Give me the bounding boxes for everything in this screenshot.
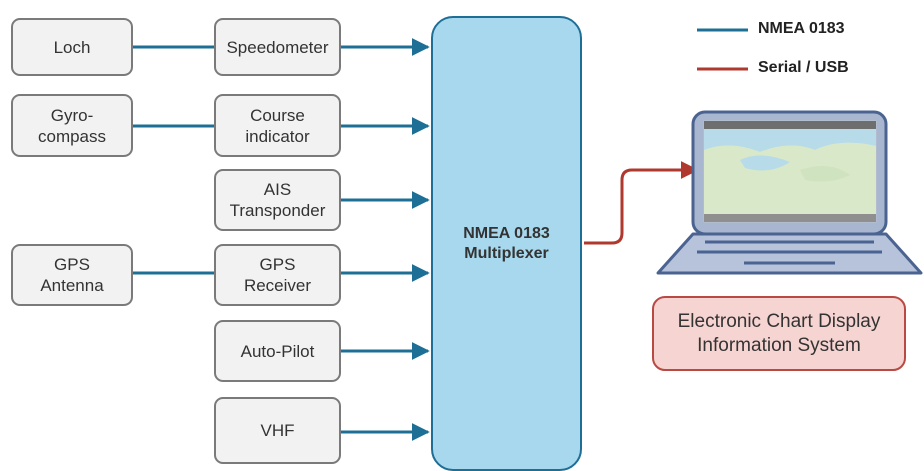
ecdis-box: Electronic Chart Display Information Sys… [652, 296, 906, 371]
gps-receiver-box: GPS Receiver [214, 244, 341, 306]
loch-label: Loch [53, 37, 91, 57]
autopilot-box: Auto-Pilot [214, 320, 341, 382]
legend-nmea-label: NMEA 0183 [758, 20, 845, 37]
vhf-box: VHF [214, 397, 341, 464]
ais-transponder-box: AIS Transponder [214, 169, 341, 231]
speedometer-box: Speedometer [214, 18, 341, 76]
nmea-multiplexer-label: NMEA 0183 Multiplexer [463, 224, 550, 262]
speedometer-label: Speedometer [226, 37, 329, 57]
gps-receiver-label: GPS Receiver [243, 255, 312, 295]
course-indicator-label: Course indicator [245, 105, 310, 146]
mux-to-laptop-arrow [584, 161, 699, 245]
legend-serial-label: Serial / USB [758, 59, 849, 76]
gps-antenna-box: GPS Antenna [11, 244, 133, 306]
gyrocompass-label: Gyro- compass [37, 105, 107, 146]
gps-antenna-label: GPS Antenna [40, 255, 104, 295]
laptop-icon [656, 110, 923, 275]
ais-transponder-label: AIS Transponder [229, 180, 326, 220]
gyrocompass-box: Gyro- compass [11, 94, 133, 157]
course-indicator-box: Course indicator [214, 94, 341, 157]
ecdis-label: Electronic Chart Display Information Sys… [677, 310, 881, 356]
autopilot-label: Auto-Pilot [240, 341, 315, 361]
nmea-multiplexer-box: NMEA 0183 Multiplexer [431, 16, 582, 471]
vhf-label: VHF [260, 421, 295, 440]
loch-box: Loch [11, 18, 133, 76]
